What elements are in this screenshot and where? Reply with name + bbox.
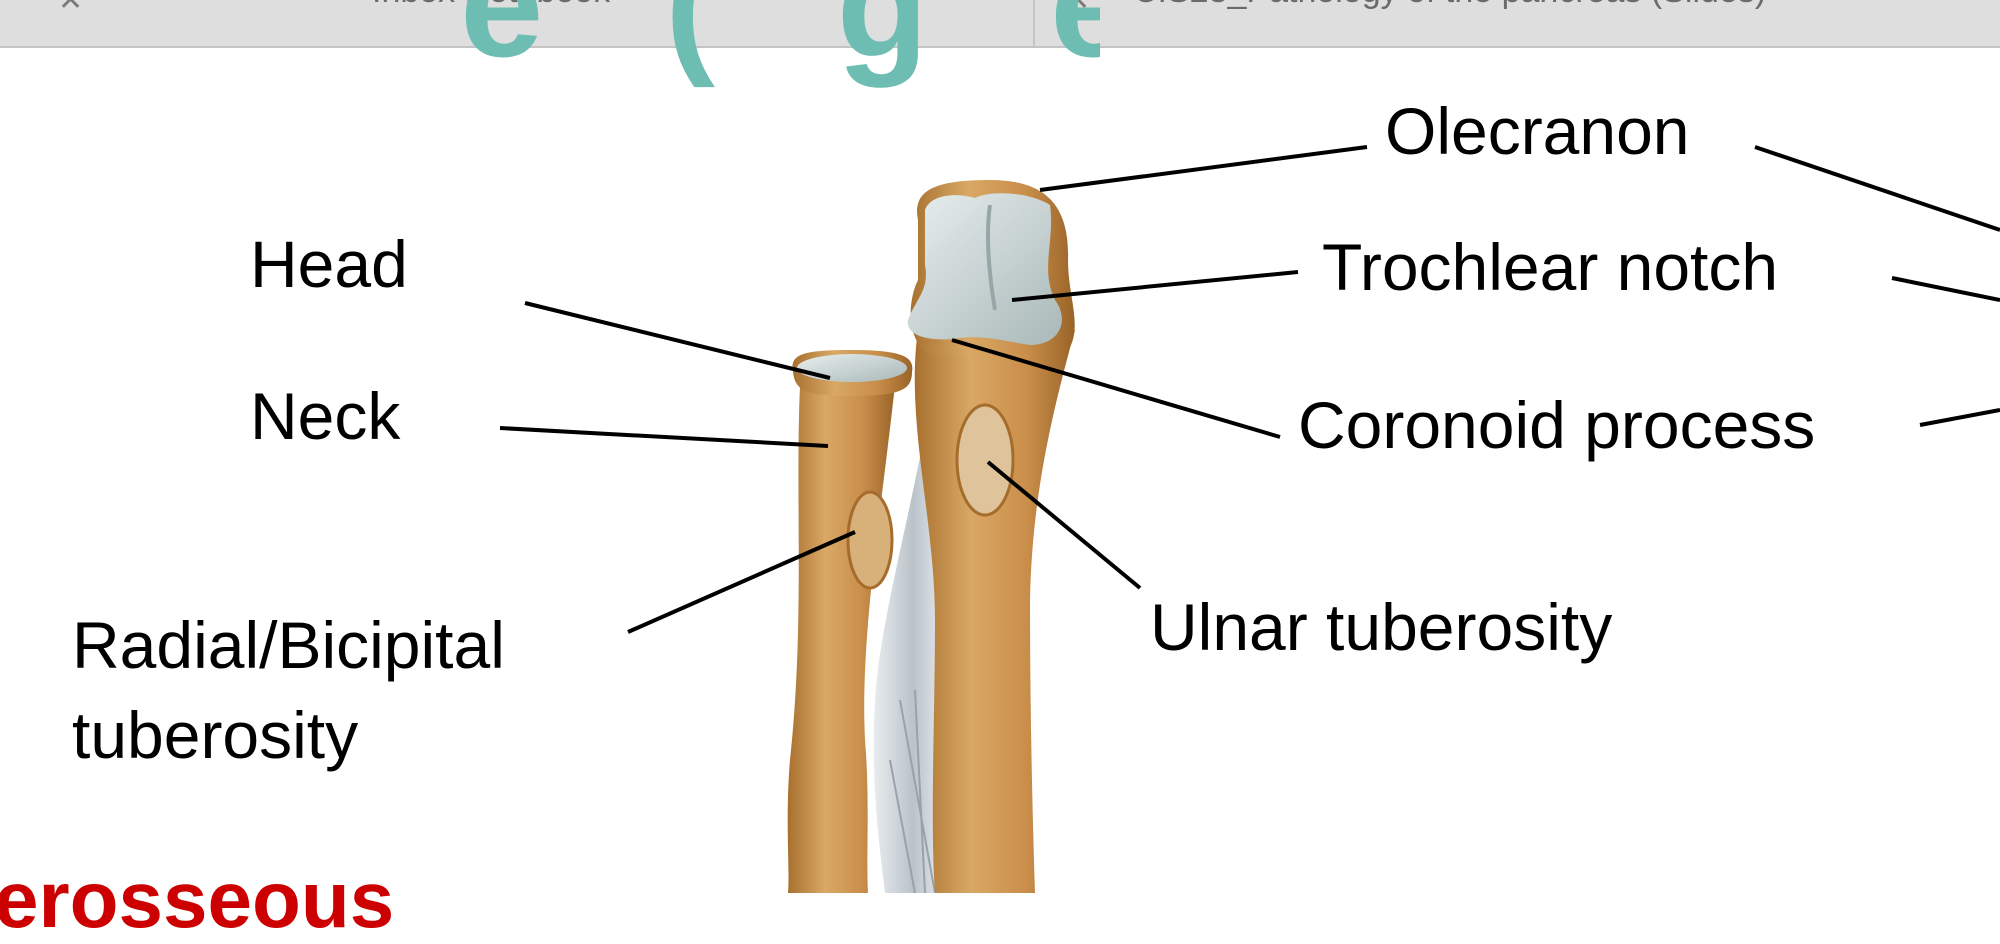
tab-bar: ✕ Inbox Notebook ✕ CIS23_Pathology of th… [0,0,2000,48]
slide-heading-text: e ( g e) [460,0,1100,88]
label-trochlear-notch: Trochlear notch [1322,230,1779,304]
close-icon[interactable]: ✕ [58,0,84,17]
tab-divider [1033,0,1035,46]
trochlear-notch-cartilage [907,193,1062,345]
label-neck: Neck [250,379,401,453]
label-olecranon: Olecranon [1385,94,1690,168]
leader-lines [499,145,2000,634]
label-radial-line-2: tuberosity [72,698,359,772]
ulna-bone [914,330,1075,893]
label-ulnar-tuberosity: Ulnar tuberosity [1150,590,1613,664]
radial-tuberosity-mark [846,490,894,590]
label-head: Head [250,227,408,301]
tab-inbox-notebook[interactable]: ✕ Inbox Notebook [0,0,1033,46]
label-radial-line-1: Radial/Bicipital [72,608,505,682]
label-radial-bicipital-tuberosity: Radial/Bicipital tuberosity [72,600,592,780]
close-icon[interactable]: ✕ [1065,0,1091,17]
radial-head-cartilage [797,354,907,382]
tab-title: Inbox Notebook [372,0,610,8]
tab-pathology-slides[interactable]: ✕ CIS23_Pathology of the pancreas (Slide… [1035,0,2000,46]
slide-bottom-text: erosseous [0,855,395,944]
tab-title: CIS23_Pathology of the pancreas (Slides) [1133,0,1766,8]
slide-heading: e ( g e) [0,0,1100,88]
ulnar-tuberosity-mark [955,403,1015,517]
label-coronoid-process: Coronoid process [1298,388,1816,462]
forearm-bones-illustration [499,145,2000,893]
